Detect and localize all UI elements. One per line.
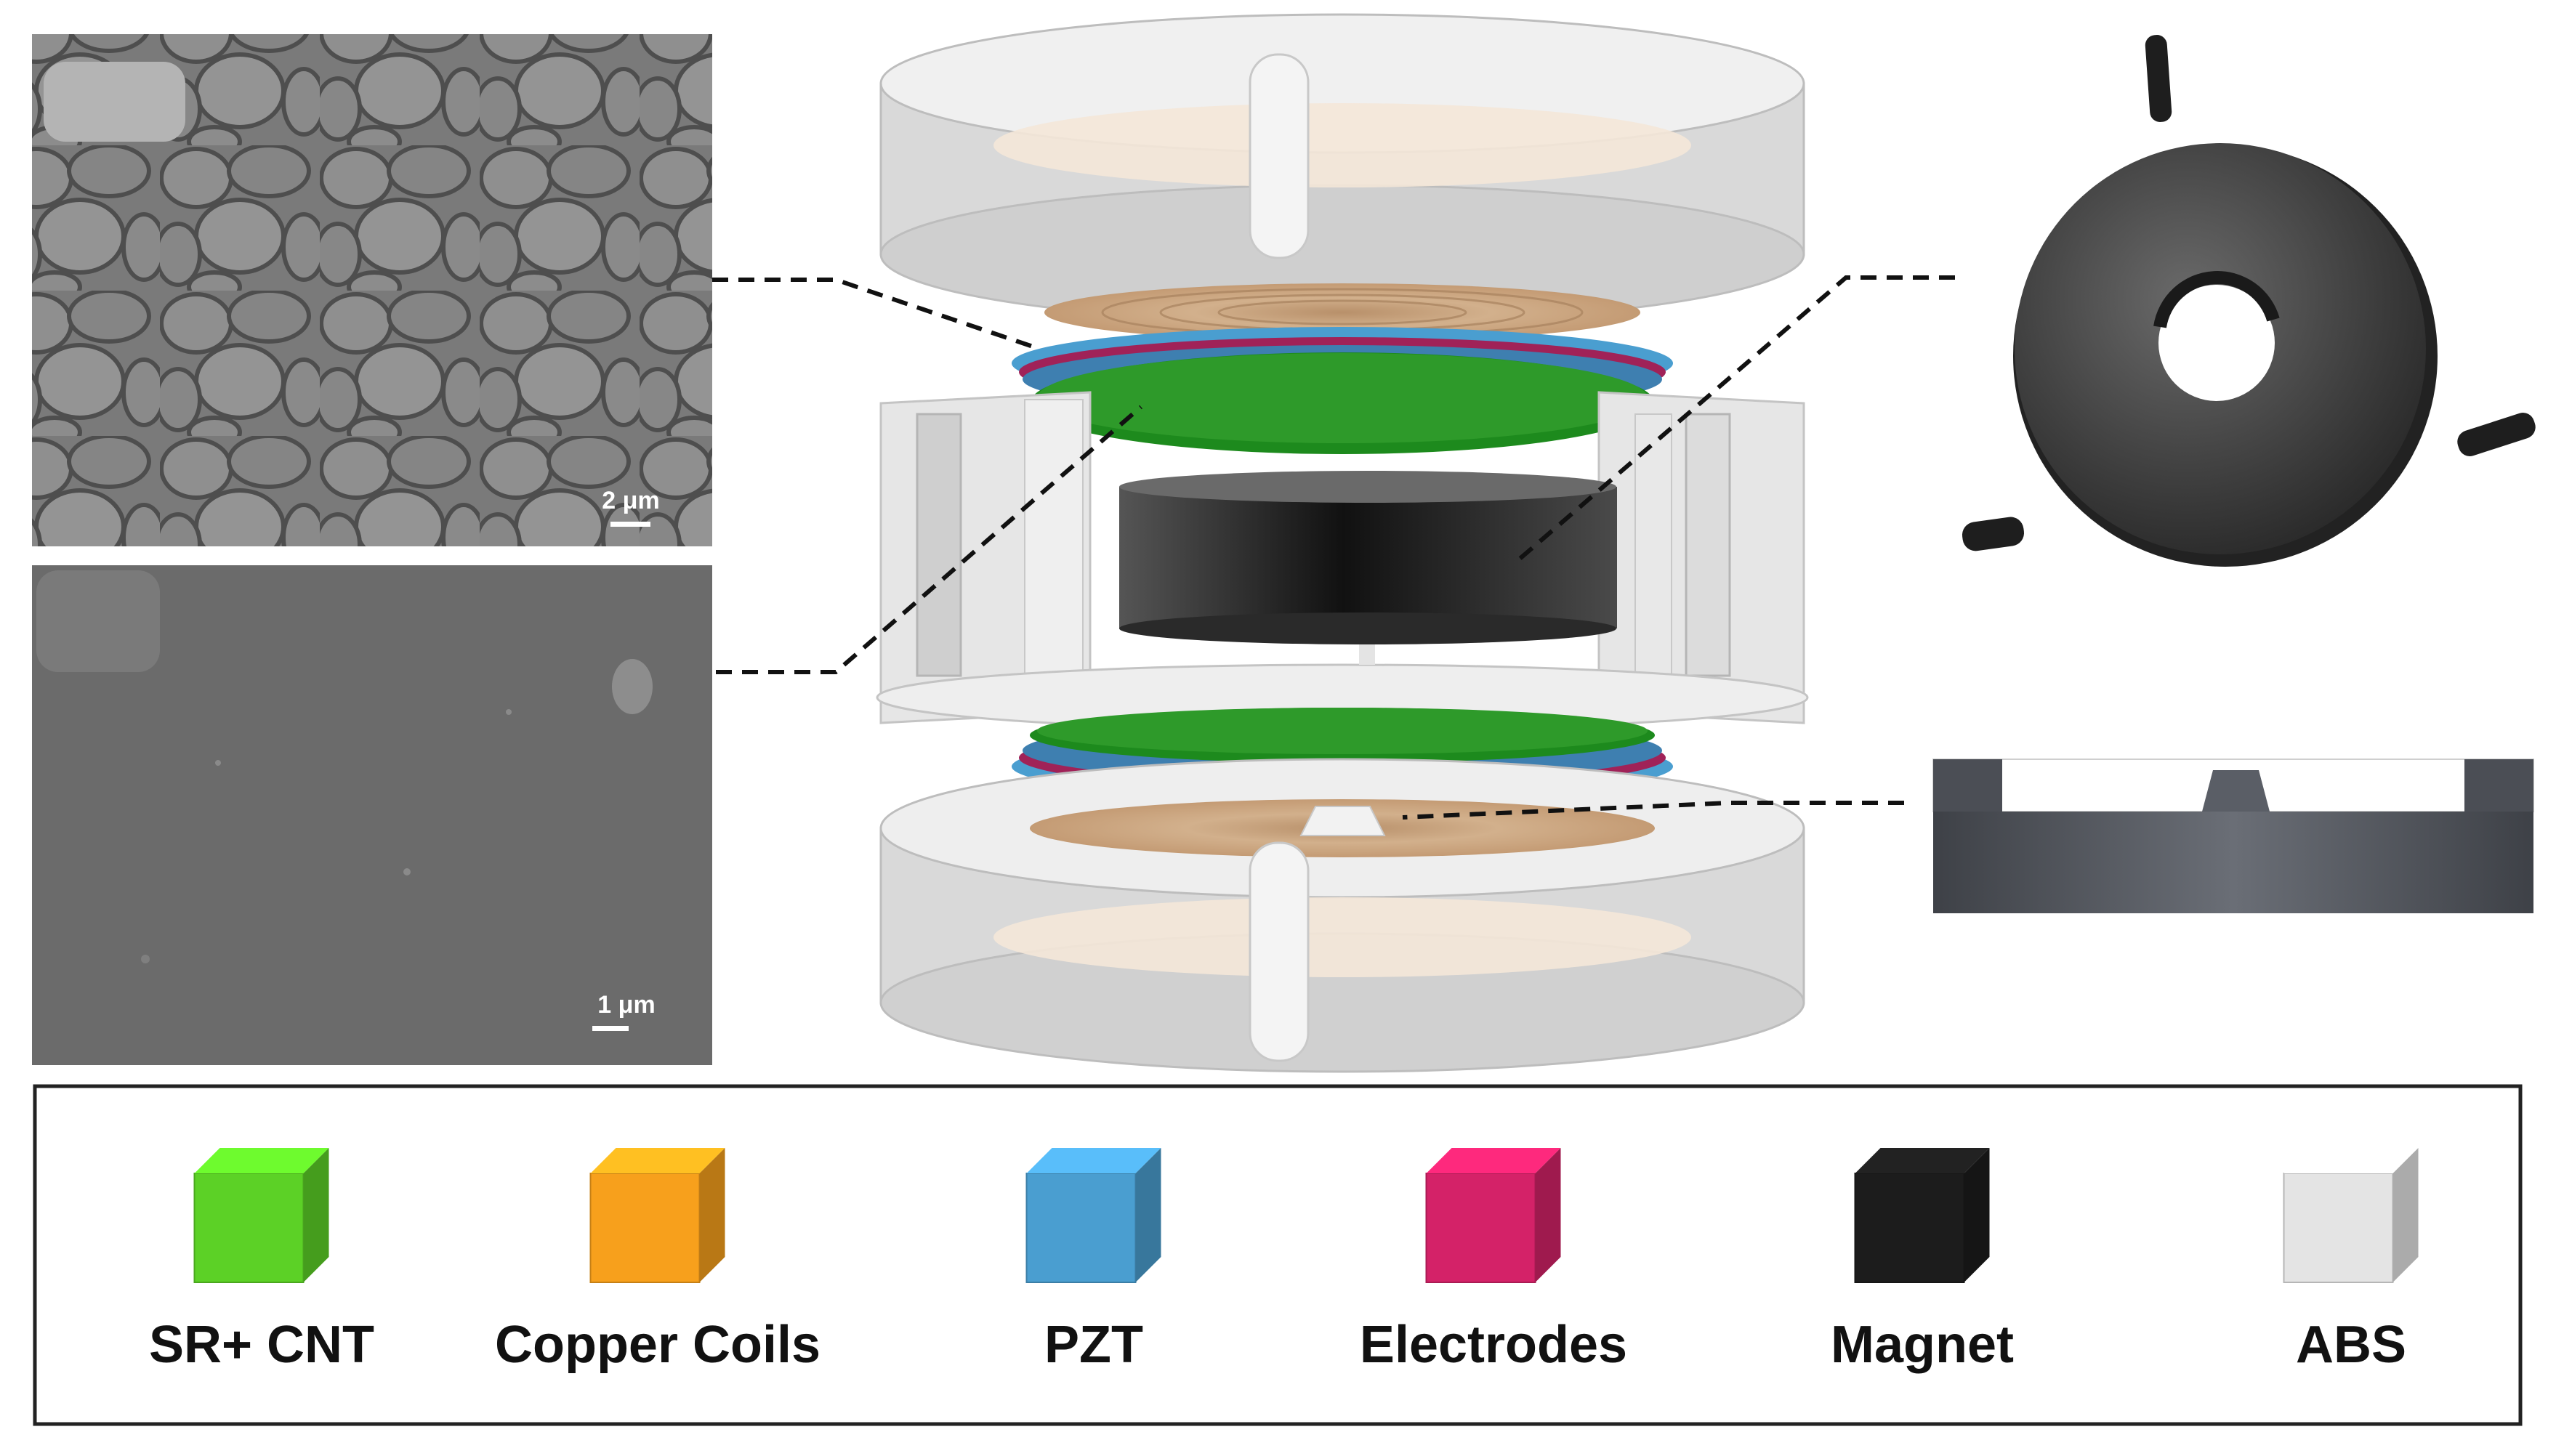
legend-items: SR+ CNT Copper Coils PZT Electrodes Magnet AB… <box>149 1148 2419 1374</box>
sem-image-top: 2 μm <box>32 34 712 546</box>
legend-cube-front <box>2283 1173 2394 1283</box>
pin-left <box>1962 517 2025 551</box>
legend-cube-side <box>303 1148 329 1282</box>
legend-cube-side <box>699 1148 725 1282</box>
legend-cube-top <box>1855 1148 1990 1173</box>
legend-cube-front <box>589 1173 701 1283</box>
callout-line-top-sem <box>712 278 1040 351</box>
callout-line-bottom-sem <box>716 405 1142 674</box>
callout-lines <box>712 275 1955 820</box>
scale-bar-top <box>610 522 650 527</box>
legend-cube-top <box>1026 1148 1161 1173</box>
ring-magnet-render <box>1962 35 2536 567</box>
legend-item: PZT <box>1025 1148 1161 1374</box>
legend-cube-side <box>1535 1148 1561 1282</box>
legend-cube-top <box>2283 1148 2419 1173</box>
legend-label: Electrodes <box>1360 1316 1627 1374</box>
sem-image-bottom: 1 μm <box>32 565 712 1065</box>
legend-cube-front <box>1425 1173 1536 1283</box>
pin-right <box>2457 413 2536 456</box>
top-copper-coil <box>1044 283 1640 341</box>
legend-label: Magnet <box>1831 1316 2014 1374</box>
redaction-patch-top <box>44 62 185 142</box>
legend-label: ABS <box>2296 1316 2406 1374</box>
scale-bar-bottom <box>592 1026 629 1031</box>
legend-label: Copper Coils <box>495 1316 821 1374</box>
legend-cube-front <box>1025 1173 1137 1283</box>
legend-cube-side <box>1964 1148 1990 1282</box>
legend-cube-top <box>194 1148 329 1173</box>
scale-label-bottom: 1 μm <box>597 991 655 1019</box>
legend-label: SR+ CNT <box>149 1316 374 1374</box>
legend-cube-top <box>1426 1148 1561 1173</box>
legend-label: PZT <box>1044 1316 1143 1374</box>
legend-item: Magnet <box>1831 1148 2014 1374</box>
bottom-abs-housing <box>879 758 1805 1073</box>
legend-cube-front <box>193 1173 305 1283</box>
scale-label-top: 2 μm <box>602 487 659 514</box>
legend-cube-top <box>590 1148 725 1173</box>
legend-cube-side <box>1135 1148 1161 1282</box>
magnet-cylinder <box>1119 471 1617 644</box>
legend-box <box>33 1084 2523 1426</box>
legend-item: ABS <box>2283 1148 2419 1374</box>
legend-cube-side <box>2392 1148 2419 1282</box>
pin-top <box>2145 35 2172 122</box>
top-abs-housing <box>879 13 1805 325</box>
middle-abs-frame <box>876 391 1809 732</box>
legend-item: Electrodes <box>1360 1148 1627 1374</box>
redaction-patch-bottom <box>36 570 160 672</box>
legend-item: SR+ CNT <box>149 1148 374 1374</box>
callout-line-cross-section <box>1402 801 1904 820</box>
top-disc-stack <box>1012 327 1673 454</box>
legend-item: Copper Coils <box>495 1148 821 1374</box>
device-exploded-view <box>876 13 1809 1073</box>
callout-line-magnet-ring <box>1517 275 1955 562</box>
housing-cross-section <box>1932 759 2534 913</box>
legend-cube-front <box>1854 1173 1965 1283</box>
